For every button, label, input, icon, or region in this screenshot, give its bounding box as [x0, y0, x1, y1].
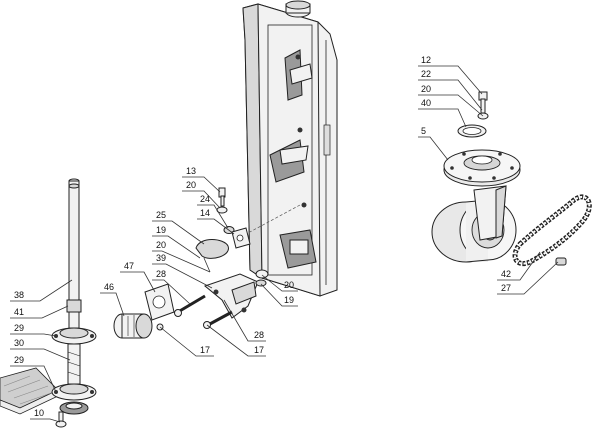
callout-13: 13 [186, 166, 196, 176]
collar-41 [66, 299, 82, 313]
callout-39: 39 [156, 253, 166, 263]
spring-30 [67, 343, 81, 385]
callout-17-right: 17 [254, 345, 264, 355]
callout-22: 22 [421, 69, 431, 79]
callout-29-upper: 29 [14, 323, 24, 333]
callout-14: 14 [200, 208, 210, 218]
screw-10 [55, 411, 67, 428]
floor-plate [0, 367, 59, 415]
callout-47: 47 [124, 261, 134, 271]
callout-25: 25 [156, 210, 166, 220]
seal-40 [457, 124, 487, 138]
callout-28-lower: 28 [254, 330, 264, 340]
callout-10: 10 [34, 408, 44, 418]
bolt-28-upper [174, 294, 206, 317]
chain-42 [512, 194, 592, 266]
callout-20-left: 20 [156, 240, 166, 250]
callout-41: 41 [14, 307, 24, 317]
gear-sprocket [59, 401, 89, 415]
callout-17-left: 17 [200, 345, 210, 355]
callout-42: 42 [501, 269, 511, 279]
plate-47 [144, 283, 175, 321]
bushing-46 [113, 313, 153, 339]
callout-20-upper: 20 [186, 180, 196, 190]
main-frame-column [234, 0, 338, 297]
leader-lines [10, 65, 559, 423]
bolt-12 [478, 91, 488, 114]
callout-40: 40 [421, 98, 431, 108]
callout-5: 5 [421, 126, 426, 136]
callout-27: 27 [501, 283, 511, 293]
callout-labels: 12 22 20 40 5 13 20 24 14 25 19 20 39 47… [14, 55, 511, 418]
callout-20-lower: 20 [284, 280, 294, 290]
bracket-plate [203, 273, 259, 319]
callout-12: 12 [421, 55, 431, 65]
washer-20-lower [255, 269, 269, 287]
cable-tie-25 [195, 239, 229, 273]
callout-19-right: 19 [284, 295, 294, 305]
wheel-5 [431, 149, 521, 263]
callout-28-upper: 28 [156, 269, 166, 279]
callout-30: 30 [14, 338, 24, 348]
callout-20-wheel: 20 [421, 84, 431, 94]
flange-29-upper [51, 327, 97, 345]
callout-29-lower: 29 [14, 355, 24, 365]
callout-38: 38 [14, 290, 24, 300]
clamp-14 [231, 227, 251, 249]
chain-link-27 [555, 257, 567, 266]
callout-46: 46 [104, 282, 114, 292]
callout-19-left: 19 [156, 225, 166, 235]
flange-29-lower [51, 383, 97, 401]
bolt-13 [218, 187, 226, 207]
callout-24: 24 [200, 194, 210, 204]
